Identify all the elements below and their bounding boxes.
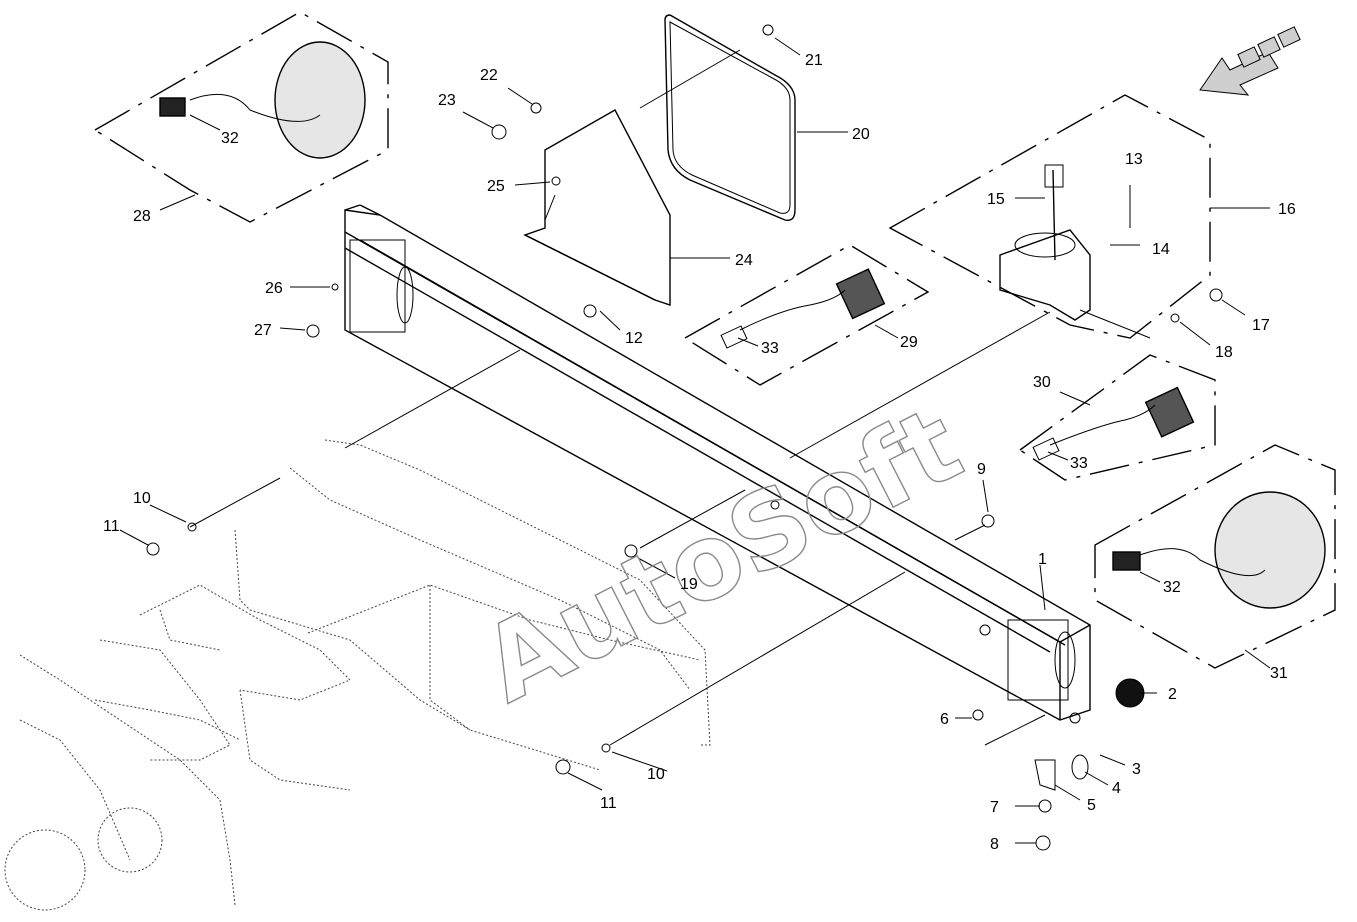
callout-10a: 10	[133, 490, 151, 507]
callout-29: 29	[900, 334, 918, 351]
lamp-right	[1112, 491, 1326, 609]
side-light-30	[1032, 386, 1195, 461]
callout-16: 16	[1278, 201, 1296, 218]
callout-32b: 32	[1163, 579, 1181, 596]
callout-18: 18	[1215, 344, 1233, 361]
callout-30: 30	[1033, 374, 1051, 391]
hardware-glyphs	[146, 24, 1223, 851]
callout-11b: 11	[600, 795, 617, 812]
cover-panel	[664, 14, 796, 221]
watermark: AutoSoft	[463, 383, 979, 726]
callout-8: 8	[990, 836, 999, 853]
callout-32a: 32	[221, 130, 239, 147]
callout-11a: 11	[103, 518, 120, 535]
leader-lines	[119, 37, 1271, 844]
callout-25: 25	[487, 178, 505, 195]
callout-1: 1	[1038, 551, 1047, 568]
direction-arrow-icon	[1199, 26, 1301, 96]
hitch-bracket	[999, 164, 1091, 321]
callout-28: 28	[133, 208, 151, 225]
callout-20: 20	[852, 126, 870, 143]
callout-27: 27	[254, 322, 272, 339]
callout-22: 22	[480, 67, 498, 84]
side-light-29	[720, 268, 886, 349]
callout-33b: 33	[1070, 455, 1088, 472]
callout-17: 17	[1252, 317, 1270, 334]
callout-9: 9	[977, 461, 986, 478]
callout-21: 21	[805, 52, 823, 69]
background-frame	[4, 439, 711, 911]
shield-plate	[523, 109, 671, 306]
callout-2: 2	[1168, 686, 1177, 703]
callout-4: 4	[1112, 780, 1121, 797]
callout-24: 24	[735, 252, 753, 269]
callout-10b: 10	[647, 766, 665, 783]
callout-13: 13	[1125, 151, 1143, 168]
callout-14: 14	[1152, 241, 1170, 258]
subassembly-frames	[93, 11, 1336, 669]
main-beam	[344, 204, 1091, 724]
lamp-left	[159, 41, 366, 159]
callout-23: 23	[438, 92, 456, 109]
callout-5: 5	[1087, 797, 1096, 814]
callout-31: 31	[1270, 665, 1288, 682]
callout-3: 3	[1132, 761, 1141, 778]
callout-6: 6	[940, 711, 949, 728]
callout-33a: 33	[761, 340, 779, 357]
callout-15: 15	[987, 191, 1005, 208]
callout-26: 26	[265, 280, 283, 297]
callout-labels: 1 2 3 4 5 6 7 8 9 10 10 11 11 12 13 14 1…	[103, 52, 1296, 853]
callout-7: 7	[990, 799, 999, 816]
callout-19: 19	[680, 576, 698, 593]
callout-12: 12	[625, 330, 643, 347]
